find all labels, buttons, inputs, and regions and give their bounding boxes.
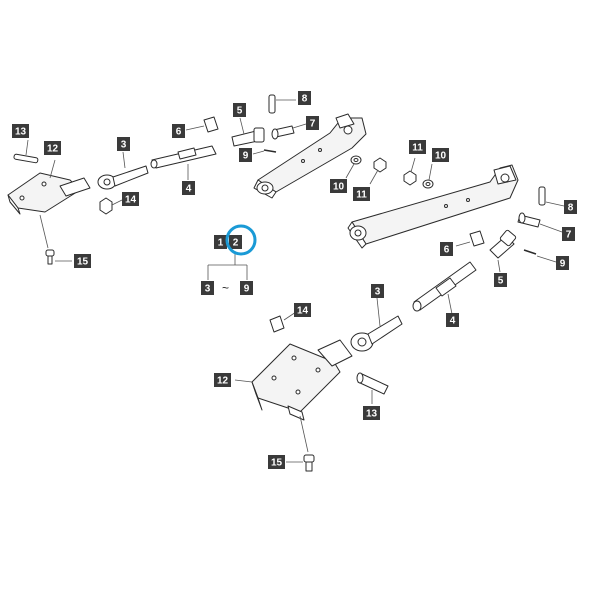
lift-arm-upper: [253, 113, 367, 199]
svg-text:4: 4: [186, 184, 192, 195]
tag-6-right: 6: [440, 242, 453, 256]
tag-3-lower: 3: [371, 284, 384, 298]
svg-text:11: 11: [356, 190, 367, 201]
clip-6-upper: [185, 116, 219, 133]
svg-text:6: 6: [176, 127, 182, 138]
tag-7-upper: 7: [306, 116, 319, 130]
pin-9-right: [523, 249, 557, 263]
svg-text:13: 13: [15, 127, 27, 138]
bracket-12-lower: [234, 339, 353, 453]
nut-11-right: [403, 157, 417, 186]
tag-5-right: 5: [494, 273, 507, 287]
tag-9-upper: 9: [239, 148, 252, 162]
tag-9-range: 9: [240, 281, 253, 295]
tag-12-upper-left: 12: [44, 141, 61, 155]
ball-end-3-lower: [350, 297, 403, 352]
tag-3-range: 3: [201, 281, 214, 295]
tag-13-lower: 13: [363, 406, 380, 420]
lower-rod-group: [350, 261, 477, 352]
bolt-15-lower: [286, 454, 315, 472]
svg-text:5: 5: [498, 276, 504, 287]
svg-text:9: 9: [244, 284, 250, 295]
pin-7-right: [517, 212, 563, 233]
nut-11-upper: [369, 157, 387, 185]
svg-text:6: 6: [444, 245, 450, 256]
right-lift-arm-group: [347, 157, 565, 273]
pin-13-upper-left: [13, 139, 39, 164]
tag-11-upper: 11: [353, 187, 370, 201]
tag-5-upper: 5: [233, 103, 246, 117]
svg-text:7: 7: [310, 119, 316, 130]
bolt-15-upper-left: [45, 249, 72, 265]
tag-8-right: 8: [564, 200, 577, 214]
tag-14-upper-left: 14: [122, 192, 139, 206]
svg-text:1: 1: [218, 238, 224, 249]
svg-text:5: 5: [237, 106, 243, 117]
svg-text:14: 14: [297, 306, 309, 317]
tag-11-right: 11: [409, 140, 426, 154]
fork-5-upper: [231, 117, 265, 147]
svg-text:3: 3: [121, 140, 127, 151]
nut-14-upper-left: [99, 197, 123, 215]
pin-8-upper: [268, 94, 296, 114]
left-upper-group: [7, 116, 219, 265]
svg-text:9: 9: [560, 259, 566, 270]
range-tilde: ~: [222, 281, 229, 295]
svg-text:13: 13: [366, 409, 378, 420]
tag-10-upper: 10: [330, 179, 347, 193]
tag-14-lower: 14: [294, 303, 311, 317]
clip-6-right: [455, 230, 485, 247]
tag-1: 1: [214, 235, 227, 249]
svg-text:10: 10: [435, 151, 447, 162]
pin-7-upper: [271, 123, 307, 140]
clip-14-lower: [269, 311, 297, 333]
fork-5-right: [489, 229, 517, 273]
svg-text:3: 3: [375, 287, 381, 298]
rod-4-upper: [150, 145, 217, 180]
pin-13-lower: [356, 372, 389, 404]
tag-3-upper-left: 3: [117, 137, 130, 151]
tag-15-upper-left: 15: [74, 254, 91, 268]
rod-4-lower: [412, 261, 477, 315]
svg-text:8: 8: [568, 203, 574, 214]
washer-10-upper: [345, 155, 362, 179]
svg-text:8: 8: [302, 94, 308, 105]
svg-text:11: 11: [412, 143, 423, 154]
svg-text:12: 12: [217, 376, 229, 387]
tag-4-lower: 4: [446, 313, 459, 327]
tag-10-right: 10: [432, 148, 449, 162]
tag-7-right: 7: [562, 227, 575, 241]
svg-text:14: 14: [125, 195, 137, 206]
svg-text:12: 12: [47, 144, 59, 155]
tag-6-upper: 6: [172, 124, 185, 138]
svg-text:2: 2: [233, 238, 239, 249]
pin-9-upper: [252, 149, 277, 155]
tag-15-lower: 15: [268, 455, 285, 469]
svg-text:4: 4: [450, 316, 456, 327]
svg-text:3: 3: [205, 284, 211, 295]
tag-9-right: 9: [556, 256, 569, 270]
tag-12-lower: 12: [214, 373, 231, 387]
svg-text:10: 10: [333, 182, 345, 193]
upper-lift-arm-group: [231, 94, 387, 199]
highlight-circle-2: [225, 224, 257, 256]
svg-text:15: 15: [271, 458, 283, 469]
washer-10-right: [422, 163, 434, 189]
lift-arm-right: [347, 164, 519, 249]
svg-text:7: 7: [566, 230, 572, 241]
tag-13-upper-left: 13: [12, 124, 29, 138]
tag-2: 2: [229, 235, 242, 249]
pin-8-right: [538, 186, 565, 207]
svg-text:9: 9: [243, 151, 249, 162]
svg-text:15: 15: [77, 257, 89, 268]
bracket-12-upper-left: [7, 159, 91, 249]
ball-end-3-upper-left: [97, 151, 149, 190]
tag-4-upper: 4: [182, 181, 195, 195]
tag-8-upper: 8: [298, 91, 311, 105]
